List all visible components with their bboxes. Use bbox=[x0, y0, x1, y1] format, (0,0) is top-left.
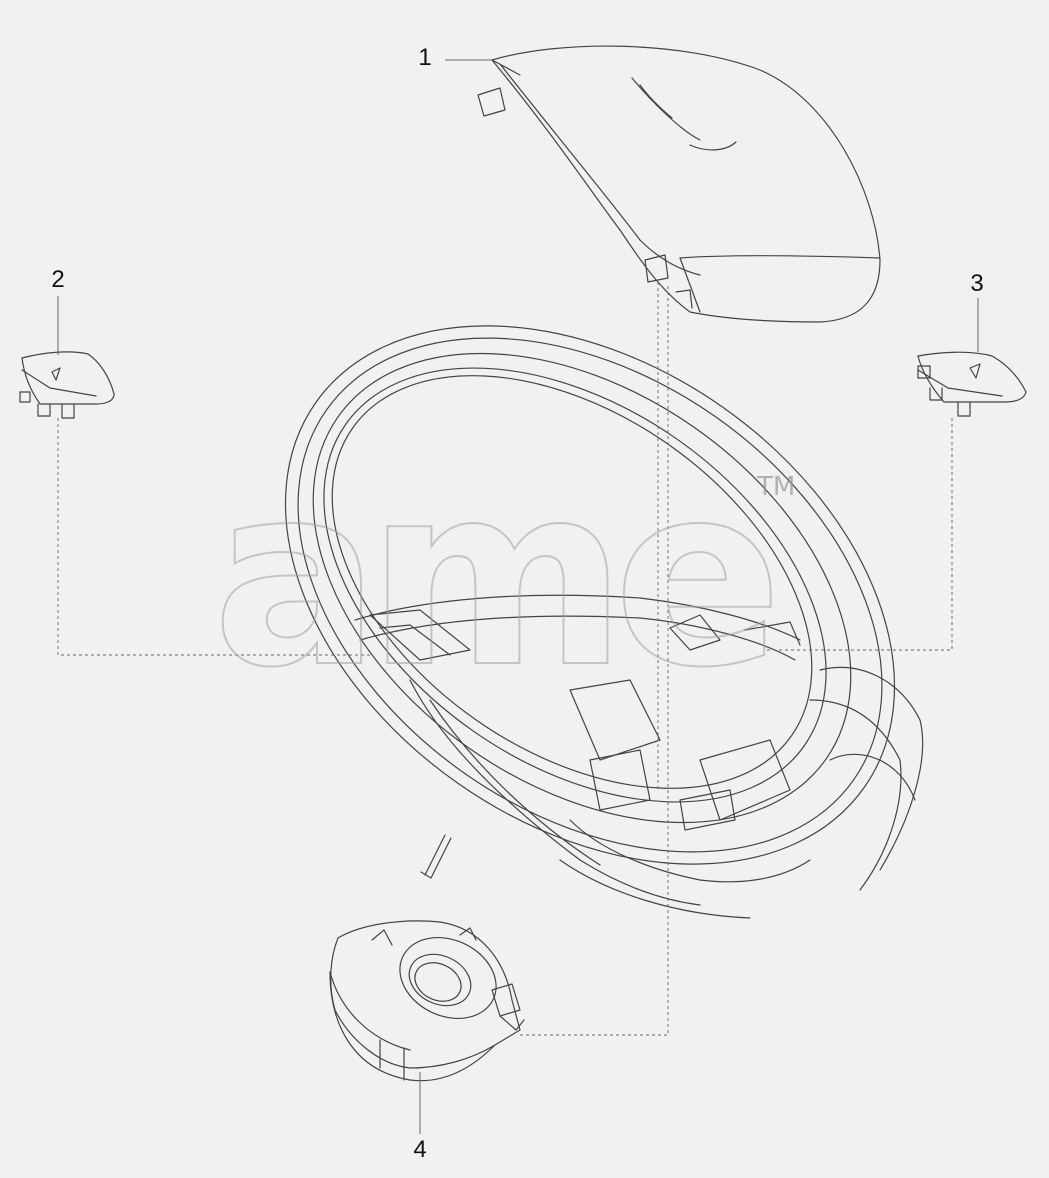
left-button-cap-icon bbox=[19, 351, 115, 419]
callout-label-3: 3 bbox=[970, 270, 984, 297]
right-button-cap-icon bbox=[917, 351, 1027, 417]
steering-wheel-icon bbox=[284, 325, 924, 919]
clock-spring-icon bbox=[329, 920, 525, 1082]
airbag-cover-icon bbox=[477, 45, 881, 323]
callout-label-1: 1 bbox=[418, 44, 432, 71]
callout-label-4: 4 bbox=[413, 1136, 427, 1163]
callout-label-2: 2 bbox=[51, 266, 65, 293]
